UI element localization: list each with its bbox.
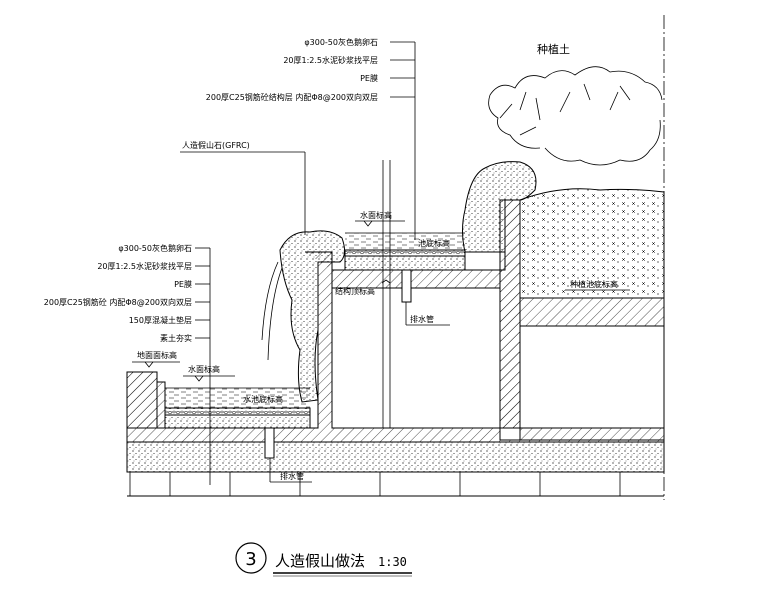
detail-title: 3 人造假山做法 1:30 bbox=[235, 542, 412, 577]
top-callout: φ300-50灰色鹅卵石 20厚1:2.5水泥砂浆找平层 PE膜 200厚C25… bbox=[206, 37, 416, 240]
left-label-concrete: 200厚C25钢筋砼 内配Φ8@200双向双层 bbox=[44, 297, 192, 307]
label-rockery: 人造假山石(GFRC) bbox=[182, 140, 250, 150]
left-label-soil: 素土夯实 bbox=[160, 333, 192, 343]
base-layers bbox=[126, 441, 665, 497]
rockery bbox=[261, 161, 537, 403]
label-lower-drain: 排水管 bbox=[280, 471, 304, 481]
top-label-mortar: 20厚1:2.5水泥砂浆找平层 bbox=[283, 55, 378, 65]
left-label-pe: PE膜 bbox=[174, 279, 192, 289]
left-label-mortar: 20厚1:2.5水泥砂浆找平层 bbox=[97, 261, 192, 271]
lower-pool-structure bbox=[126, 261, 665, 459]
plant-foliage bbox=[488, 66, 663, 166]
label-planting-bottom: 种植池底标高 bbox=[570, 279, 618, 289]
label-ground-level: 地面面标高 bbox=[137, 350, 177, 360]
detail-number: 3 bbox=[245, 549, 256, 570]
detail-number-circle bbox=[235, 542, 267, 574]
left-callout: φ300-50灰色鹅卵石 20厚1:2.5水泥砂浆找平层 PE膜 200厚C25… bbox=[44, 243, 211, 485]
label-lower-pool-bottom: 水池底标高 bbox=[243, 394, 283, 404]
label-planting-soil: 种植土 bbox=[537, 42, 570, 56]
top-label-structure: 200厚C25钢筋砼结构层 内配Φ8@200双向双层 bbox=[206, 92, 378, 102]
label-structure-level: 结构顶标高 bbox=[335, 286, 375, 296]
detail-scale: 1:30 bbox=[378, 555, 407, 569]
label-upper-water-level: 水面标高 bbox=[360, 210, 392, 220]
label-upper-pool-bottom: 池底标高 bbox=[418, 238, 450, 248]
top-label-pebbles: φ300-50灰色鹅卵石 bbox=[304, 37, 378, 47]
top-label-pe: PE膜 bbox=[360, 73, 378, 83]
left-label-pebbles: φ300-50灰色鹅卵石 bbox=[118, 243, 192, 253]
upper-pool-structure bbox=[305, 160, 521, 429]
label-lower-water-level: 水面标高 bbox=[188, 364, 220, 374]
detail-title-text: 人造假山做法 bbox=[275, 552, 365, 570]
left-label-cushion: 150厚混凝土垫层 bbox=[129, 315, 192, 325]
annotation-labels: 人造假山石(GFRC) 种植土 水面标高 池底标高 结构顶标高 排水管 种植池底… bbox=[132, 42, 630, 483]
label-upper-drain: 排水管 bbox=[410, 314, 434, 324]
planting-bed bbox=[519, 15, 665, 500]
